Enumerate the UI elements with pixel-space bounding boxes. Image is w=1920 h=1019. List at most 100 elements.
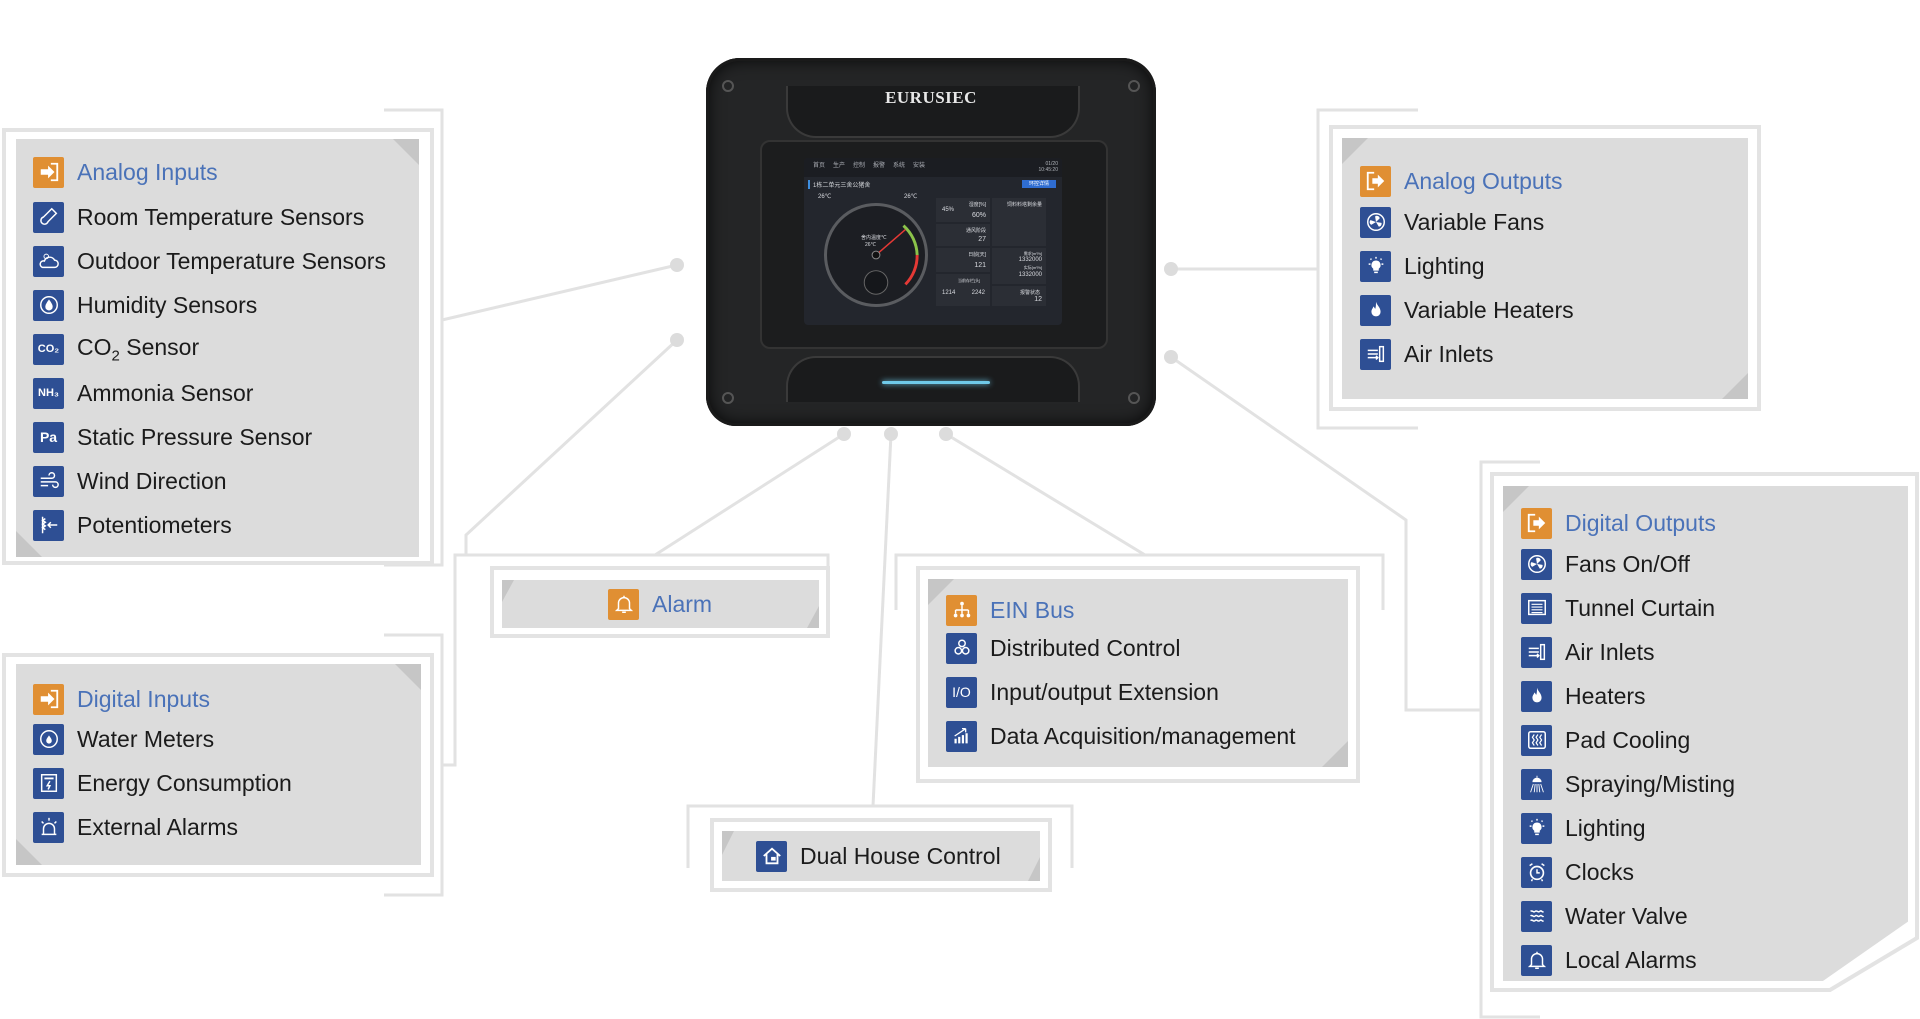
list-item: Wind Direction	[33, 464, 227, 498]
dual-house-panel[interactable]: Dual House Control	[722, 831, 1040, 881]
humidity-tile: 45% 湿度[%] 60%	[936, 198, 990, 222]
fan-icon	[1521, 548, 1552, 580]
analog-inputs-panel: Analog Inputs Room Temperature Sensors O…	[16, 139, 419, 557]
io-icon: I/O	[946, 676, 977, 708]
network-icon	[946, 594, 977, 626]
bulb-icon	[1521, 812, 1552, 844]
list-item: Tunnel Curtain	[1521, 591, 1715, 625]
digital-inputs-panel: Digital Inputs Water Meters Energy Consu…	[16, 664, 421, 865]
curtain-icon	[1521, 592, 1552, 624]
list-item: Water Meters	[33, 722, 214, 756]
input-arrow-icon	[33, 156, 64, 188]
ein-bus-panel: EIN Bus Distributed Control I/O Input/ou…	[928, 579, 1348, 767]
indoor-temp: 26℃	[818, 194, 832, 200]
screen-tab-alarm[interactable]: 报警	[872, 163, 885, 169]
screen-tab-production[interactable]: 生产	[832, 163, 845, 169]
chart-icon	[946, 720, 977, 752]
list-item: Lighting	[1360, 249, 1485, 283]
weather-icon	[33, 245, 64, 277]
panel-title-row: Digital Inputs	[33, 682, 210, 716]
panel-title: Dual House Control	[800, 842, 1001, 869]
feed-tile: 饲料料塔剩余量	[992, 198, 1046, 246]
device-brand-logo: EURUSIEC	[885, 88, 977, 107]
connector-dot	[837, 427, 851, 441]
air-inlet-icon	[1521, 636, 1552, 668]
airflow-tile: 需求[m³/h] 1332000 实际[m³/h] 1332000	[992, 248, 1046, 284]
screw-icon	[1128, 392, 1140, 404]
connector-dot	[1164, 262, 1178, 276]
list-item: Distributed Control	[946, 631, 1180, 665]
output-arrow-icon	[1521, 507, 1552, 539]
bell-icon	[608, 588, 639, 620]
list-item: CO₂ CO2 Sensor	[33, 332, 199, 366]
potentiometer-icon	[33, 509, 64, 541]
co2-icon: CO₂	[33, 333, 64, 365]
list-item: Potentiometers	[33, 508, 232, 542]
alarm-panel[interactable]: Alarm	[502, 580, 819, 628]
dual-house-row: Dual House Control	[756, 839, 1001, 873]
panel-title-row: Analog Outputs	[1360, 164, 1563, 198]
list-item: Variable Heaters	[1360, 293, 1574, 327]
list-item: I/O Input/output Extension	[946, 675, 1219, 709]
connector-dot	[884, 427, 898, 441]
list-item: External Alarms	[33, 810, 238, 844]
screen-tab-control[interactable]: 控制	[852, 163, 865, 169]
alarm-status-tile[interactable]: 报警状态 12	[992, 286, 1046, 306]
nh3-icon: NH₃	[33, 377, 64, 409]
list-item: Pa Static Pressure Sensor	[33, 420, 312, 454]
energy-meter-icon	[33, 767, 64, 799]
output-arrow-icon	[1360, 165, 1391, 197]
gauge-label: 舍内温度℃	[861, 235, 887, 241]
list-item: Water Valve	[1521, 899, 1688, 933]
screen-tab-system[interactable]: 系统	[892, 163, 905, 169]
air-inlet-icon	[1360, 338, 1391, 370]
wind-icon	[33, 465, 64, 497]
flame-icon	[1521, 680, 1552, 712]
pressure-icon: Pa	[33, 421, 64, 453]
list-item: NH₃ Ammonia Sensor	[33, 376, 253, 410]
digital-outputs-panel: Digital Outputs Fans On/Off Tunnel Curta…	[1503, 486, 1908, 981]
list-item: Fans On/Off	[1521, 547, 1690, 581]
water-meter-icon	[33, 723, 64, 755]
list-item: Local Alarms	[1521, 943, 1697, 977]
sprayer-icon	[1521, 768, 1552, 800]
connector-dot	[670, 333, 684, 347]
flame-icon	[1360, 294, 1391, 326]
thermometer-icon	[33, 201, 64, 233]
panel-title: Analog Outputs	[1404, 167, 1563, 194]
screw-icon	[722, 392, 734, 404]
input-arrow-icon	[33, 683, 64, 715]
fan-icon	[1360, 206, 1391, 238]
status-led	[882, 381, 990, 384]
screen-detail-button[interactable]: 环控详情	[1022, 180, 1056, 188]
analog-outputs-panel: Analog Outputs Variable Fans Lighting Va…	[1342, 138, 1748, 399]
device-top-bar	[786, 86, 1080, 138]
list-item: Air Inlets	[1360, 337, 1493, 371]
panel-title-row: Analog Inputs	[33, 155, 218, 189]
bulb-icon	[1360, 250, 1391, 282]
siren-icon	[33, 811, 64, 843]
list-item: Pad Cooling	[1521, 723, 1690, 757]
distributed-icon	[946, 632, 977, 664]
list-item: Energy Consumption	[33, 766, 292, 800]
list-item: Heaters	[1521, 679, 1646, 713]
alarm-title-row: Alarm	[608, 587, 712, 621]
list-item: Humidity Sensors	[33, 288, 257, 322]
screen-tab-install[interactable]: 安装	[912, 163, 925, 169]
panel-title: Analog Inputs	[77, 158, 218, 185]
screen-house-title: 1栋二单元三舍公猪舍	[808, 180, 870, 189]
day-age-tile: 日龄[天] 121	[936, 248, 990, 272]
screw-icon	[1128, 80, 1140, 92]
vent-stage-tile: 通风阶段 27	[936, 224, 990, 246]
humidity-icon	[33, 289, 64, 321]
panel-title-row: Digital Outputs	[1521, 506, 1716, 540]
panel-title: EIN Bus	[990, 596, 1075, 623]
panel-title: Digital Outputs	[1565, 509, 1716, 536]
panel-title: Digital Inputs	[77, 685, 210, 712]
list-item: Clocks	[1521, 855, 1634, 889]
screen-tab-home[interactable]: 首页	[812, 163, 825, 169]
list-item: Room Temperature Sensors	[33, 200, 364, 234]
